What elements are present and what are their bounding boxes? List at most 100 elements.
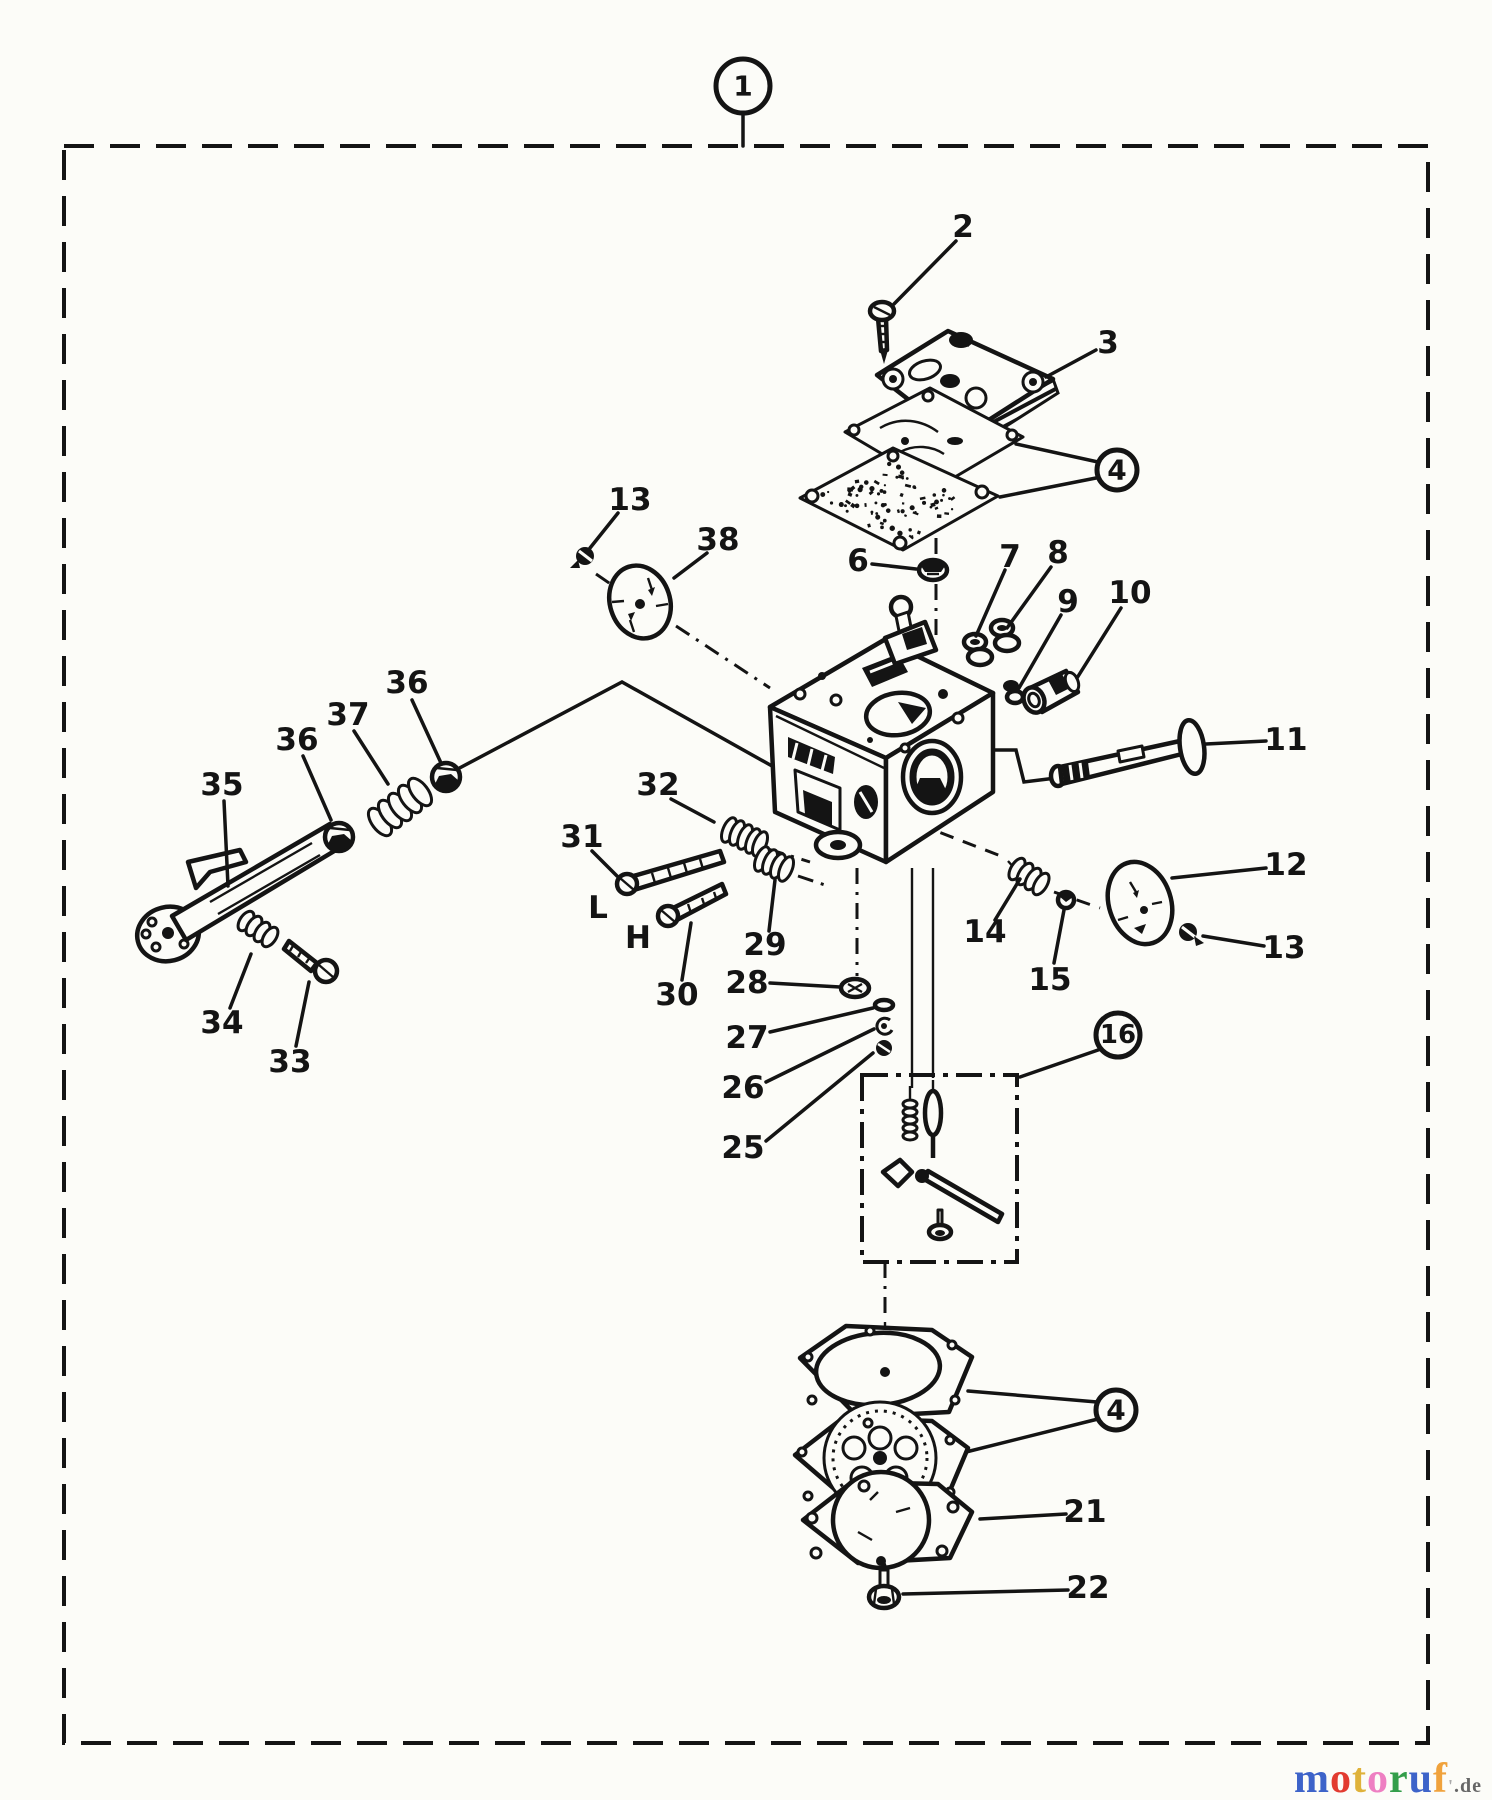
screen-speckle bbox=[870, 512, 873, 515]
callout-H: H bbox=[625, 920, 651, 956]
callout-13b: 13 bbox=[1262, 930, 1305, 966]
callout-leader-13b bbox=[1201, 934, 1266, 948]
pump-cover-assembly bbox=[798, 299, 1060, 552]
washer-part28 bbox=[838, 976, 872, 1000]
idle-disc-part12 bbox=[1105, 859, 1175, 947]
callout-4a: 4 bbox=[1107, 454, 1126, 487]
callout-10: 10 bbox=[1108, 575, 1151, 611]
screen-speckle bbox=[874, 501, 878, 505]
callout-38: 38 bbox=[696, 522, 739, 558]
return-spring-part34 bbox=[236, 909, 280, 949]
screw-spring-part32 bbox=[719, 816, 770, 858]
callout-leader-4b bbox=[966, 1389, 1099, 1404]
watermark-tick: ' bbox=[1447, 1776, 1454, 1796]
callout-29: 29 bbox=[743, 927, 786, 963]
screen-speckle bbox=[944, 512, 950, 515]
callout-35: 35 bbox=[200, 767, 243, 803]
callout-L: L bbox=[588, 890, 608, 926]
screen-speckle bbox=[885, 508, 891, 513]
throttle-shaft-part11 bbox=[1048, 717, 1207, 789]
screen-speckle bbox=[875, 512, 879, 515]
screen-speckle bbox=[912, 511, 919, 516]
callout-22: 22 bbox=[1066, 1570, 1109, 1606]
choke-disc-part38 bbox=[607, 563, 673, 641]
callout-leader-6 bbox=[870, 562, 918, 571]
screen-speckle bbox=[829, 501, 834, 505]
callout-leader-13a bbox=[588, 511, 620, 550]
exploded-axis-lines bbox=[450, 538, 1101, 1450]
lever-screw-part33 bbox=[281, 938, 340, 985]
screen-speckle bbox=[882, 473, 888, 477]
watermark-letters: motoruf bbox=[1294, 1756, 1448, 1800]
screen-speckle bbox=[904, 483, 912, 488]
screen-speckle bbox=[847, 492, 853, 497]
shaft-nut-part36-left bbox=[322, 820, 356, 854]
callout-11: 11 bbox=[1264, 722, 1307, 758]
callout-leader-14 bbox=[993, 877, 1022, 922]
screen-speckle bbox=[895, 475, 899, 479]
callout-leader-33 bbox=[294, 980, 311, 1048]
needle-valve-kit-box16 bbox=[860, 1073, 1019, 1264]
screen-speckle bbox=[855, 493, 859, 497]
callout-leader-27 bbox=[768, 1006, 875, 1034]
screen-speckle bbox=[950, 496, 956, 501]
screen-speckle bbox=[940, 498, 944, 502]
callout-leader-11 bbox=[1204, 739, 1268, 746]
screen-speckle bbox=[869, 486, 875, 492]
callout-leader-36a bbox=[410, 698, 443, 765]
screen-speckle bbox=[864, 503, 867, 507]
screen-speckle bbox=[893, 459, 896, 463]
screen-speckle bbox=[921, 500, 927, 505]
screen-speckle bbox=[895, 464, 902, 470]
screen-speckle bbox=[880, 503, 886, 508]
watermark-letter: f bbox=[1432, 1756, 1448, 1800]
callout-leader-22 bbox=[901, 1588, 1070, 1596]
callout-leader-28 bbox=[768, 981, 842, 989]
screen-speckle bbox=[854, 503, 860, 509]
ball-part15 bbox=[1055, 889, 1077, 911]
seal-part27 bbox=[872, 997, 896, 1013]
callout-leader-30 bbox=[680, 921, 693, 982]
callout-leader-8 bbox=[1005, 565, 1053, 630]
screen-cylinder-part10 bbox=[1021, 668, 1081, 715]
shaft-spring-part37 bbox=[366, 776, 434, 838]
inlet-grommet-part6 bbox=[916, 557, 950, 583]
callout-21: 21 bbox=[1063, 1494, 1106, 1530]
assembly-boundary-box bbox=[62, 144, 1430, 1745]
screen-speckle bbox=[847, 489, 852, 493]
callout-circle-16 bbox=[1093, 1010, 1143, 1060]
screen-speckle bbox=[820, 492, 826, 497]
screen-speckle bbox=[867, 523, 871, 528]
screen-speckle bbox=[889, 525, 895, 531]
screen-speckle bbox=[896, 509, 901, 514]
callout-leader-3 bbox=[1044, 348, 1098, 379]
callout-36a: 36 bbox=[385, 665, 428, 701]
screen-speckle bbox=[934, 499, 939, 505]
callout-circle-4b bbox=[1093, 1387, 1139, 1433]
watermark-letter: o bbox=[1366, 1756, 1389, 1800]
callout-9: 9 bbox=[1057, 584, 1079, 620]
callout-circle-4a bbox=[1094, 447, 1140, 493]
watermark-letter: r bbox=[1388, 1756, 1409, 1800]
callout-leader-32 bbox=[669, 797, 716, 824]
screen-speckle bbox=[897, 474, 905, 479]
callout-circle-1 bbox=[713, 56, 773, 116]
callout-leader-36b bbox=[301, 754, 333, 822]
screen-speckle bbox=[908, 534, 914, 540]
callout-leader-4b bbox=[964, 1417, 1100, 1454]
callout-leader-31 bbox=[590, 849, 619, 878]
choke-shaft-part35 bbox=[134, 821, 349, 964]
screen-speckle bbox=[838, 502, 844, 508]
screen-speckle bbox=[873, 479, 880, 486]
screen-speckle bbox=[903, 514, 908, 518]
screen-speckle bbox=[913, 486, 917, 490]
callout-leader-29 bbox=[767, 878, 777, 933]
callout-27: 27 bbox=[725, 1020, 768, 1056]
callout-30: 30 bbox=[655, 977, 698, 1013]
callout-8: 8 bbox=[1047, 535, 1069, 571]
low-speed-screw-part31 bbox=[614, 848, 727, 897]
screen-speckle bbox=[844, 499, 852, 505]
carburetor-body bbox=[767, 594, 996, 865]
